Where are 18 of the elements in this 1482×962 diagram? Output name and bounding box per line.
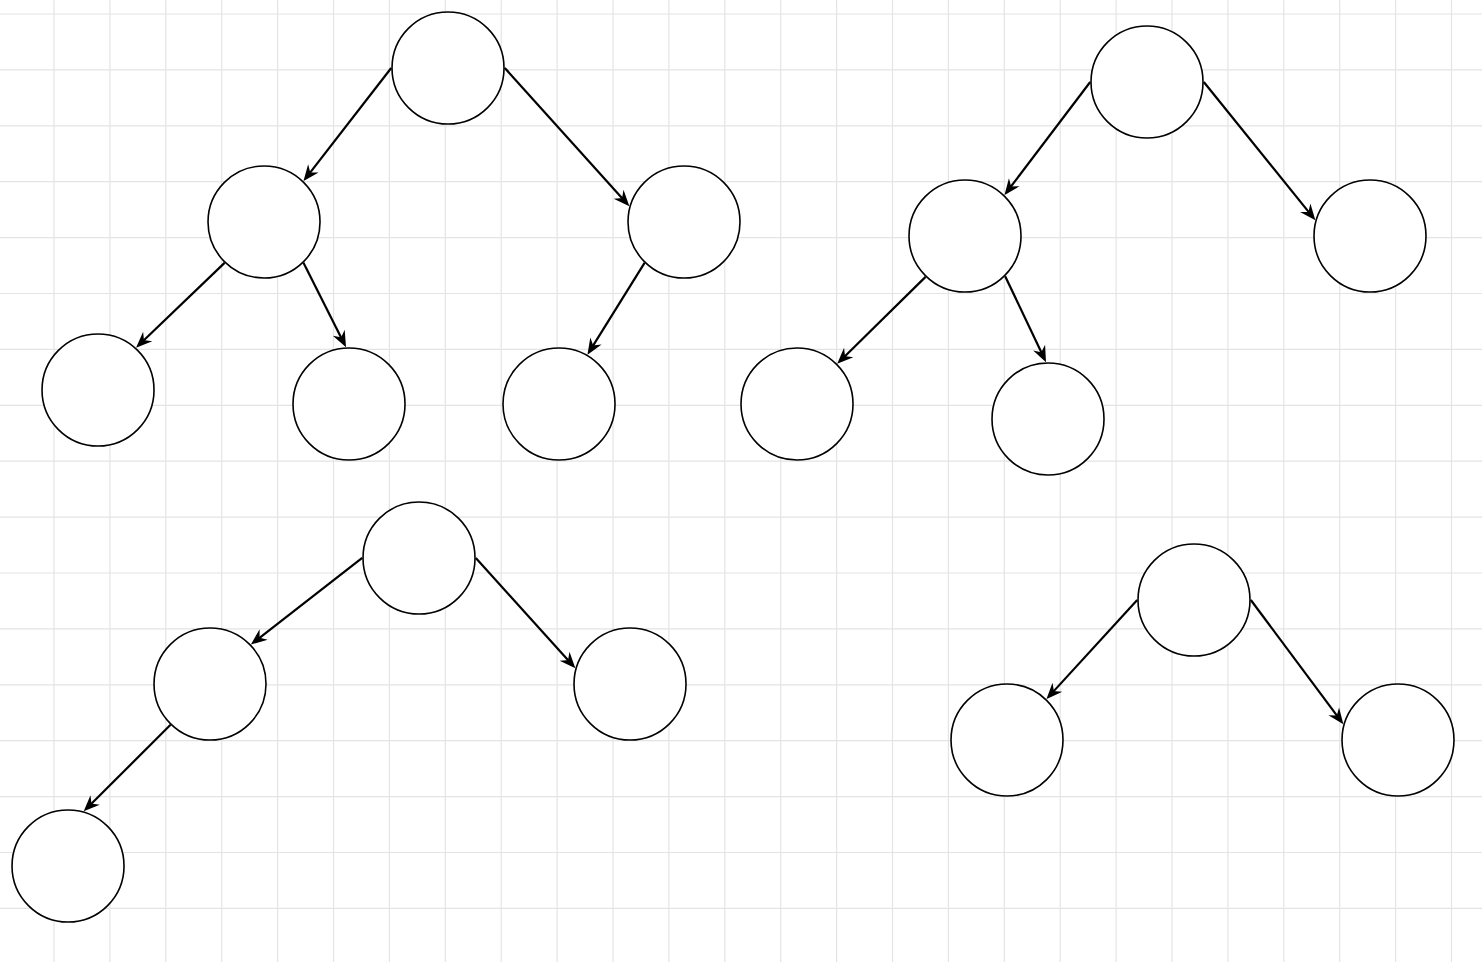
node-circle (573, 627, 687, 741)
node-circle (292, 347, 406, 461)
node-circle (908, 179, 1022, 293)
node-circle (41, 333, 155, 447)
node-circle (740, 347, 854, 461)
node-circle (1090, 25, 1204, 139)
node-circle (1137, 543, 1251, 657)
node-circle (950, 683, 1064, 797)
node-circle (153, 627, 267, 741)
node-circle (1341, 683, 1455, 797)
node-circle (502, 347, 616, 461)
node-circle (362, 501, 476, 615)
node-circle (627, 165, 741, 279)
node-circle (207, 165, 321, 279)
node-circle (1313, 179, 1427, 293)
node-circle (11, 809, 125, 923)
node-circle (391, 11, 505, 125)
node-circle (991, 362, 1105, 476)
